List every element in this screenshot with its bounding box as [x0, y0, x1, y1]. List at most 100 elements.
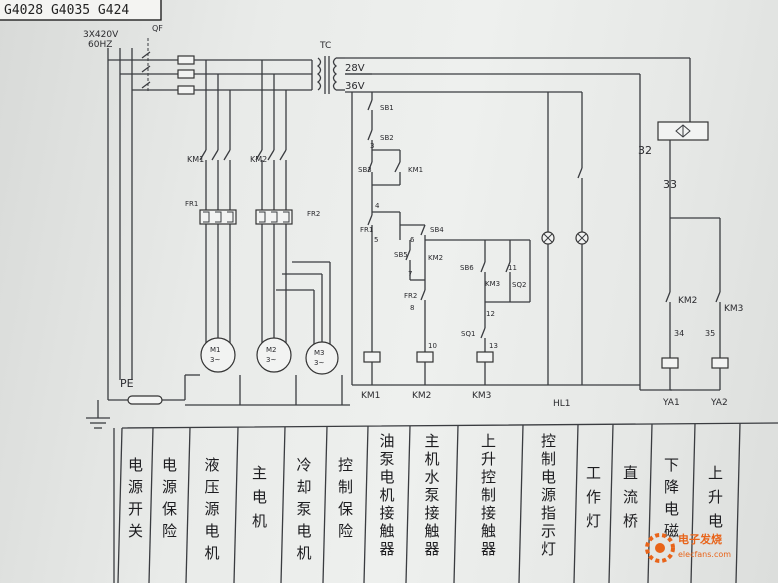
svg-text:M3: M3 [314, 349, 325, 357]
legend-cell-13: 上升电 [708, 464, 723, 530]
km1-contact-label: KM1 [408, 166, 423, 174]
legend-cell-6: 油泵电机接触器 [379, 432, 394, 558]
pe-ground [86, 374, 350, 429]
node-3: 3 [370, 142, 374, 150]
power-km2-label: KM2 [250, 155, 267, 164]
legend-divider [363, 426, 369, 583]
legend-cell-8: 上升控制接触器 [481, 432, 496, 558]
legend-cell-2: 液压源电机 [204, 456, 219, 562]
breaker-qf [141, 38, 151, 92]
legend-divider [405, 425, 411, 583]
km3-contact-label: KM3 [485, 280, 500, 288]
sb4-label: SB4 [430, 226, 444, 234]
fuses [177, 55, 195, 95]
legend-cell-11: 直流桥 [623, 464, 638, 530]
node-32: 32 [638, 144, 652, 157]
incoming-lines [107, 48, 178, 400]
node-4: 4 [375, 202, 380, 210]
node-11: 11 [508, 264, 517, 272]
sb3-label: SB3 [358, 166, 372, 174]
legend-divider [518, 424, 524, 583]
legend-table: 电源开关 电源保险 液压源电机 主电机 冷却泵电机 控制保险 油泵电机接触器 主机水泵接触器 上… [113, 422, 778, 583]
legend-cell-1: 电源保险 [162, 456, 177, 540]
legend-cell-10: 工作灯 [586, 464, 601, 530]
legend-columns: 电源开关 电源保险 液压源电机 主电机 冷却泵电机 控制保险 油泵电机接触器 主机水泵接触器 上… [117, 423, 741, 583]
control-branch-km2 [399, 224, 448, 352]
control-branch-km1 [367, 92, 401, 352]
legend-divider [573, 424, 579, 583]
legend-divider [608, 424, 614, 583]
sb2-label: SB2 [380, 134, 394, 142]
svg-text:M1: M1 [210, 346, 221, 354]
svg-text:3~: 3~ [314, 359, 324, 367]
km2-contact-label: KM2 [428, 254, 443, 262]
legend-divider [735, 423, 741, 583]
legend-divider [148, 427, 154, 583]
km2-contact-ya1-label: KM2 [678, 296, 697, 306]
legend-cell-7: 主机水泵接触器 [424, 432, 439, 558]
legend-cell-5: 控制保险 [338, 456, 353, 540]
legend-cell-3: 主电机 [252, 464, 267, 530]
legend-divider [185, 427, 191, 583]
coil-km3: KM3 [472, 391, 491, 401]
node-35: 35 [705, 329, 715, 338]
svg-text:3~: 3~ [210, 356, 220, 364]
legend-divider [690, 423, 696, 583]
node-34: 34 [674, 329, 684, 338]
watermark-brand: 电子发烧 [678, 532, 722, 546]
power-fr2-label: FR2 [307, 210, 320, 218]
node-33: 33 [663, 178, 677, 191]
node-8: 8 [410, 304, 414, 312]
node-12: 12 [486, 310, 495, 318]
node-10: 10 [428, 342, 437, 350]
legend-cell-12: 下降电磁 [664, 456, 679, 540]
lamp-hl1: HL1 [553, 399, 571, 409]
svg-text:M2: M2 [266, 346, 277, 354]
legend-cell-9: 控制电源指示灯 [541, 432, 556, 558]
legend-cell-4: 冷却泵电机 [296, 456, 311, 562]
supply-voltage: 3X420V [83, 30, 119, 40]
node-6: 6 [410, 236, 415, 244]
model-codes: G4028 G4035 G424 [4, 3, 129, 18]
coil-ya2: YA2 [710, 398, 728, 408]
coil-km2: KM2 [412, 391, 431, 401]
gear-icon [645, 533, 675, 563]
transformer-tc [311, 56, 345, 94]
legend-divider [280, 426, 286, 583]
pe-label: PE [120, 377, 134, 390]
fr1-contact-label: FR1 [360, 226, 373, 234]
legend-cell-0: 电源开关 [128, 456, 143, 540]
sb6-label: SB6 [460, 264, 474, 272]
tap-28v: 28V [345, 63, 365, 74]
sb5-label: SB5 [394, 251, 408, 259]
coil-km1: KM1 [361, 391, 380, 401]
motor-m3: M3 3~ [305, 341, 339, 375]
svg-text:3~: 3~ [266, 356, 276, 364]
control-coils [363, 351, 494, 385]
legend-divider [322, 426, 328, 583]
sb1-label: SB1 [380, 104, 394, 112]
sq2-label: SQ2 [512, 281, 526, 289]
motor-m1: M1 3~ [200, 337, 236, 373]
power-fr1-label: FR1 [185, 200, 198, 208]
control-branch-km3 [448, 239, 531, 352]
fr2-contact-label: FR2 [404, 292, 417, 300]
power-km1-label: KM1 [187, 155, 204, 164]
legend-divider [117, 427, 123, 583]
legend-divider [233, 427, 239, 583]
node-5: 5 [374, 236, 378, 244]
legend-divider [647, 423, 653, 583]
watermark-site: elecfans.com [678, 550, 731, 559]
header-tab [0, 0, 162, 21]
supply-frequency: 60HZ [88, 40, 112, 50]
tap-36v: 36V [345, 81, 365, 92]
power-contactor-contacts [199, 149, 287, 210]
lamp-branches [541, 92, 589, 385]
sq1-label: SQ1 [461, 330, 475, 338]
control-rails [345, 57, 691, 391]
motor-m2: M2 3~ [256, 337, 292, 373]
watermark: 电子发烧 elecfans.com [645, 532, 731, 563]
rectifier-bridge [657, 121, 729, 391]
